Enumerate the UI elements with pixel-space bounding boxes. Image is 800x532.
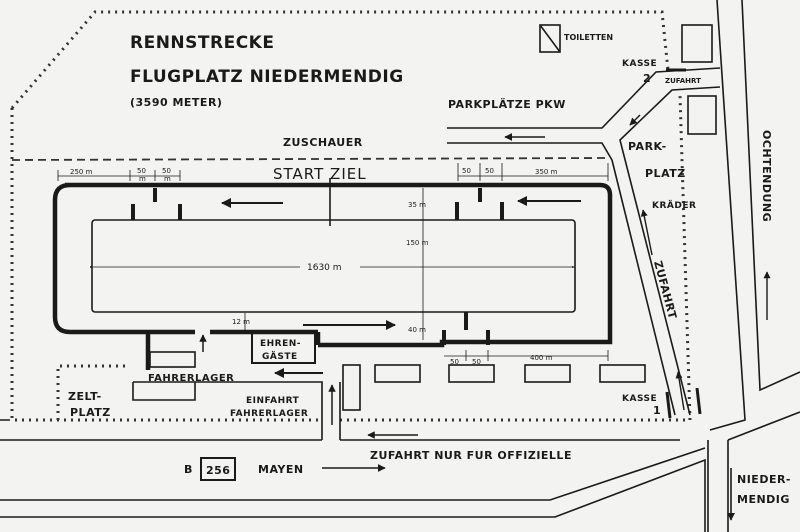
dim-m: m (164, 175, 171, 183)
kasse1-gate (695, 387, 702, 415)
dim-35m: 35 m (408, 201, 426, 209)
building (524, 364, 571, 383)
toilet-icon (539, 24, 561, 53)
map-title-line2: FLUGPLATZ NIEDERMENDIG (130, 67, 404, 87)
ochtendung-label: OCHTENDUNG (760, 130, 773, 222)
ehrengaeste-label-1: EHREN- (260, 339, 301, 349)
zuschauer-label: ZUSCHAUER (283, 136, 363, 149)
direction-arrow (675, 371, 685, 411)
dim-50: 50 (485, 167, 494, 175)
road-prefix: B (184, 463, 193, 476)
dim-250m: 250 m (70, 168, 93, 176)
spectator-boundary (11, 157, 606, 161)
fahrerlager-road (132, 381, 341, 440)
zeltplatz-label-1: ZELT- (68, 390, 102, 403)
dimension-lines (57, 163, 609, 361)
zufahrt-offizielle-label: ZUFAHRT NUR FUR OFFIZIELLE (370, 449, 572, 462)
dim-400m: 400 m (530, 354, 553, 362)
parkplatz-label-1: PARK- (628, 140, 667, 153)
dim-50: 50 (450, 358, 459, 366)
parking-road (447, 67, 721, 416)
ehrengaeste-label-2: GÄSTE (262, 351, 298, 362)
dim-50: 50 (137, 167, 146, 175)
kasse1-number: 1 (653, 404, 661, 417)
bottom-road (0, 419, 706, 532)
dim-1630m: 1630 m (307, 263, 342, 273)
road-number-sign (200, 457, 236, 481)
race-track-inner (91, 219, 576, 313)
zufahrt-arrow-up (640, 209, 653, 256)
zufahrt-vertical-label: ZUFAHRT (651, 259, 679, 320)
zufahrt-top-label: ZUFAHRT (665, 77, 701, 85)
start-ziel-label: START ZIEL (273, 165, 367, 183)
toiletten-label: TOILETTEN (564, 33, 613, 42)
building (149, 351, 196, 368)
kasse2-label: KASSE (622, 59, 657, 69)
building (342, 364, 361, 411)
kasse2-number: 2 (643, 72, 651, 85)
einfahrt-label-1: EINFAHRT (246, 396, 300, 406)
pit-markers (131, 188, 504, 345)
kasse1-gate (665, 391, 672, 419)
zeltplatz-label-2: PLATZ (70, 406, 111, 419)
dim-50: 50 (162, 167, 171, 175)
niedermendig-label-2: MENDIG (737, 493, 790, 506)
dim-50: 50 (472, 358, 481, 366)
building (687, 95, 717, 135)
map-title-line1: RENNSTRECKE (130, 33, 274, 53)
niedermendig-label-1: NIEDER- (737, 473, 791, 486)
mayen-label: MAYEN (258, 463, 304, 476)
building (448, 364, 495, 383)
dim-12m: 12 m (232, 318, 250, 326)
dim-50: 50 (462, 167, 471, 175)
building (681, 24, 713, 63)
parkplaetze-pkw-label: PARKPLÄTZE PKW (448, 97, 566, 111)
parkplatz-label-2: PLATZ (645, 167, 686, 180)
fahrerlager-label: FAHRERLAGER (148, 373, 234, 384)
ehrengaeste-box (251, 332, 316, 364)
zufahrt-arrow (629, 114, 641, 126)
ochtendung-road (707, 0, 800, 532)
parkplatz-label-3: KRÄDER (652, 200, 696, 211)
building (374, 364, 421, 383)
einfahrt-label-2: FAHRERLAGER (230, 409, 308, 419)
dim-350m: 350 m (535, 168, 558, 176)
kasse1-label: KASSE (622, 394, 657, 404)
track-length: (3590 METER) (130, 96, 222, 109)
road-number: 256 (206, 464, 230, 477)
dim-m: m (139, 175, 146, 183)
building (599, 364, 646, 383)
dim-40m: 40 m (408, 326, 426, 334)
race-track-outer (52, 182, 613, 370)
dim-150m: 150 m (406, 239, 429, 247)
